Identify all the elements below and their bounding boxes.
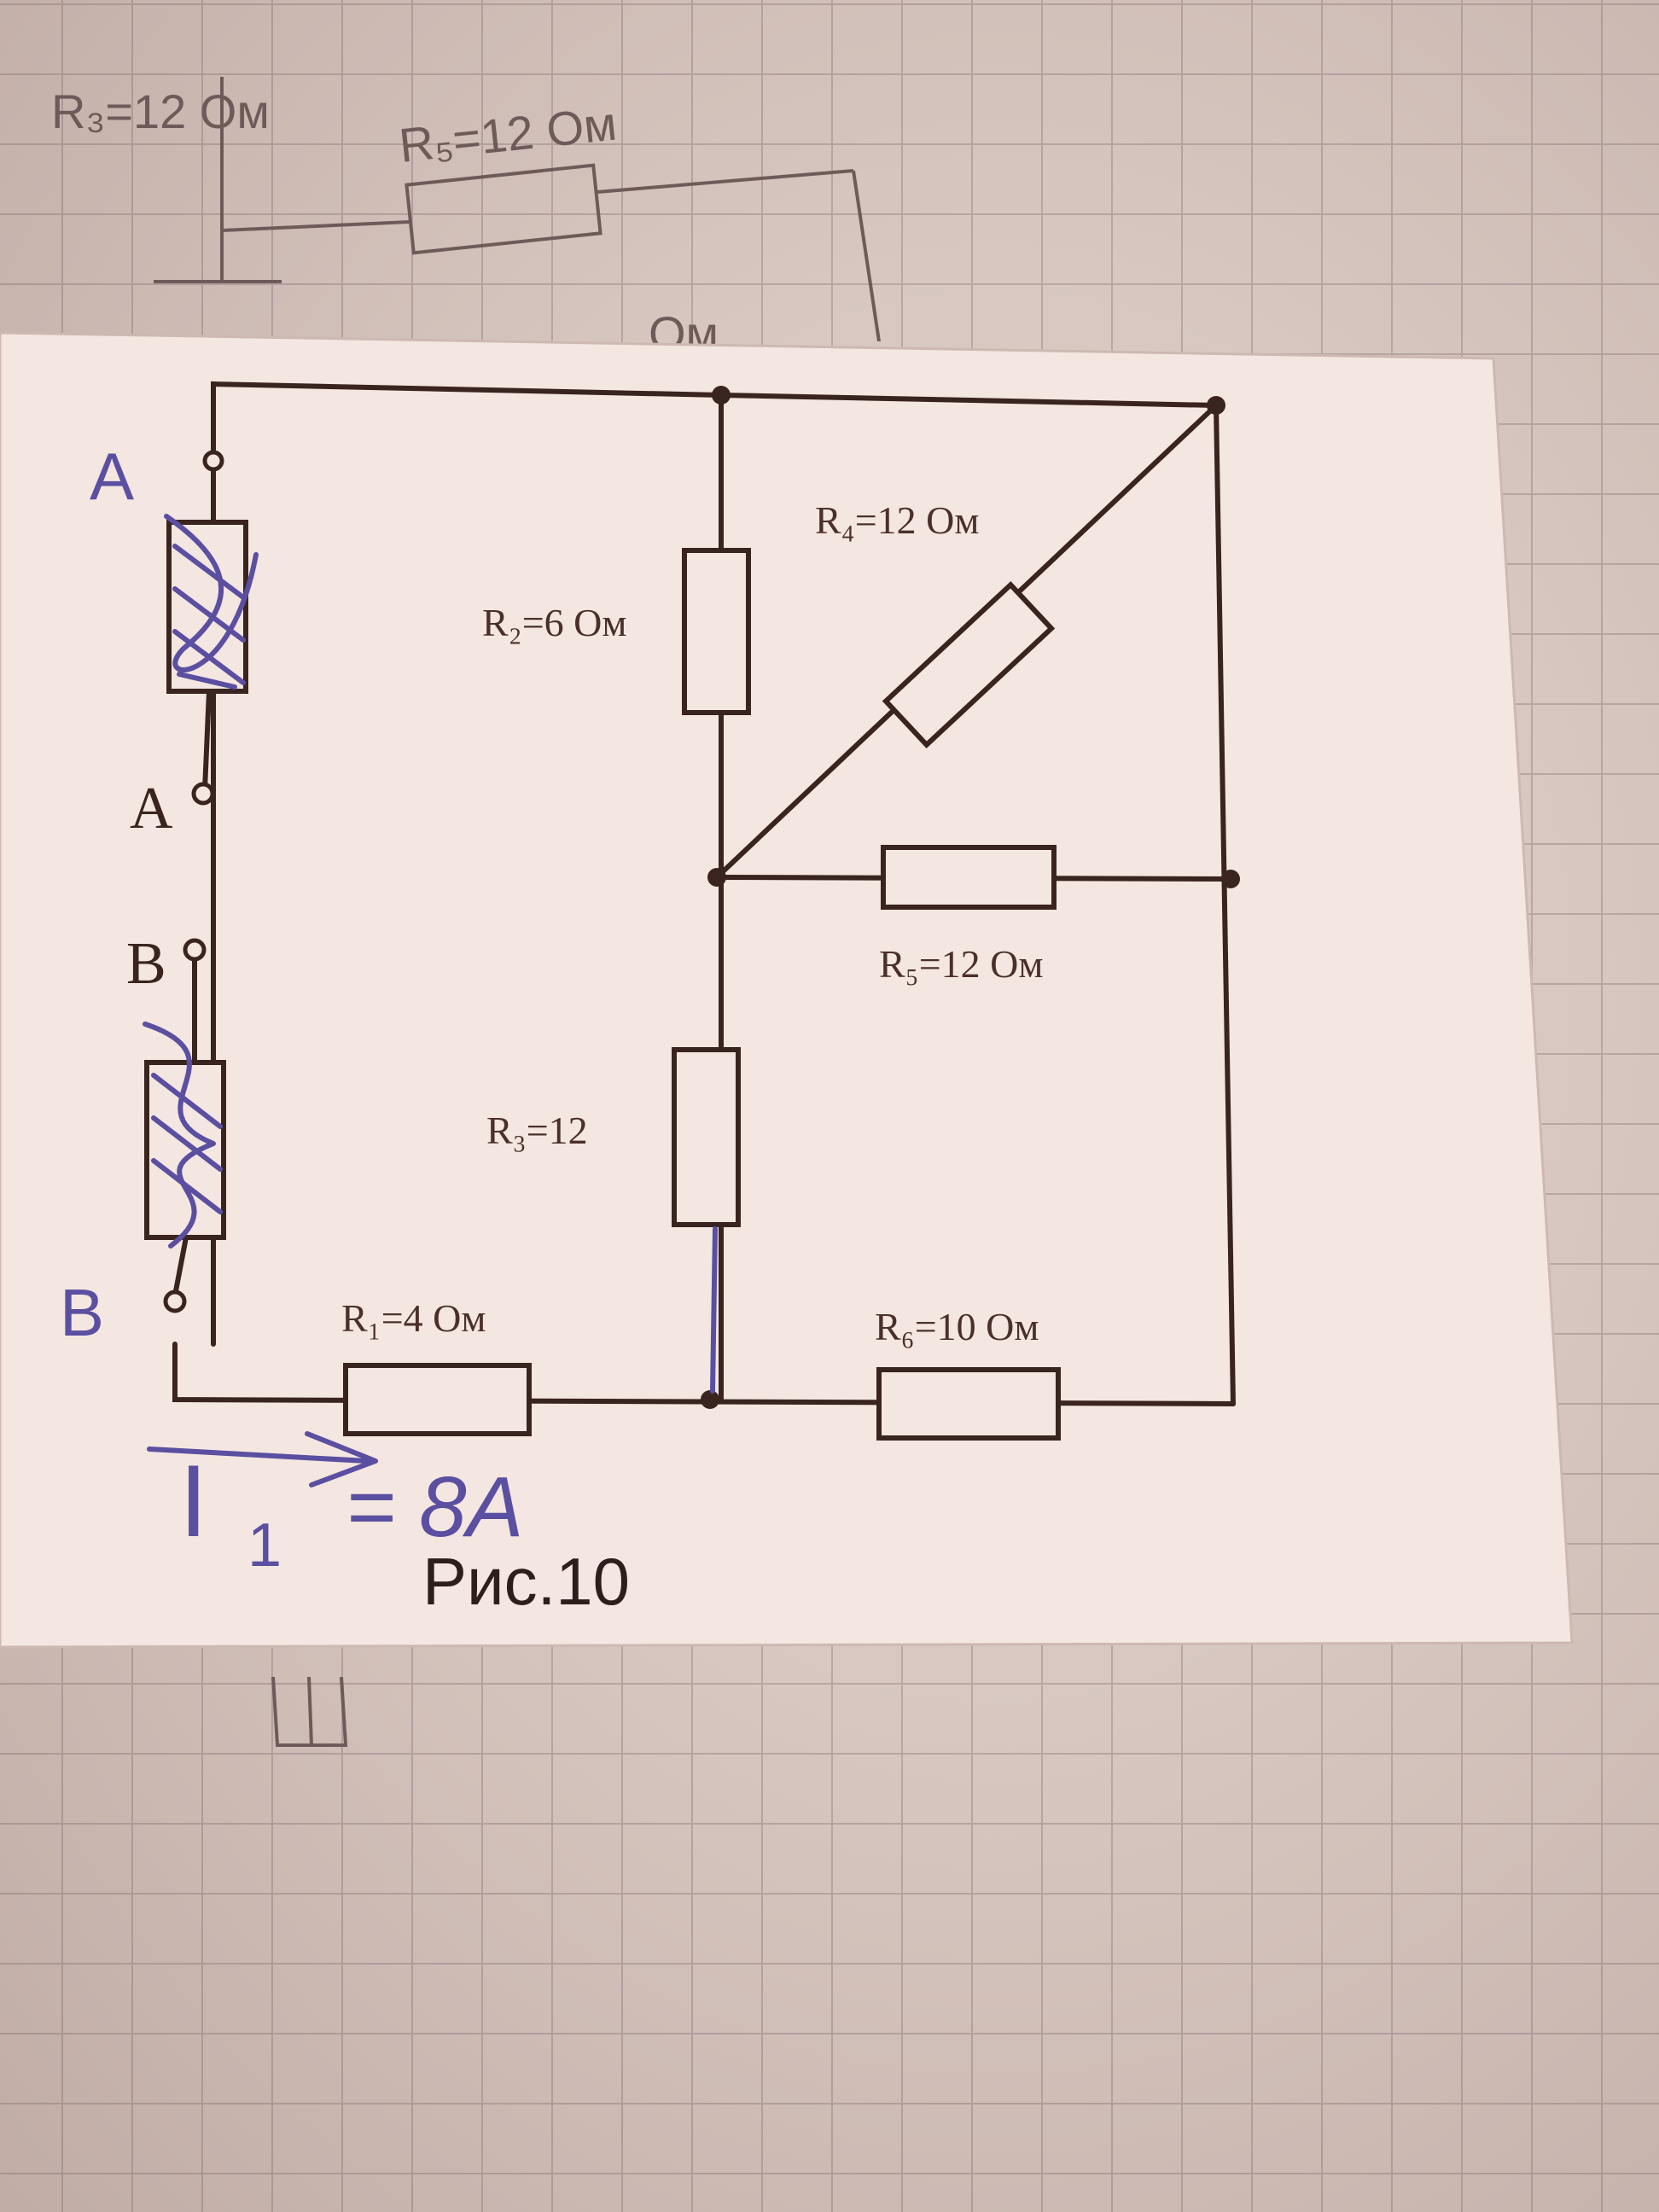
label-r4: R₄=12 Ом bbox=[815, 498, 980, 542]
node-right-middle bbox=[1221, 870, 1240, 888]
pencil-mark-bottom bbox=[271, 1676, 348, 1747]
right-wire bbox=[1214, 403, 1236, 1406]
current-subscript: 1 bbox=[247, 1511, 282, 1580]
terminal-a-top bbox=[202, 450, 224, 472]
resistor-r2 bbox=[682, 548, 751, 715]
label-r1: R₁=4 Ом bbox=[341, 1296, 486, 1340]
terminal-label-a-bottom: A bbox=[130, 776, 173, 841]
pencil-note-r5: R₅=12 Ом bbox=[397, 96, 620, 172]
ink-hatching-element-b bbox=[143, 1022, 223, 1249]
background-pencil-sketch: R₃=12 Ом R₅=12 Ом Ом bbox=[51, 77, 881, 360]
resistor-r6 bbox=[876, 1367, 1061, 1441]
terminal-a-bottom bbox=[191, 782, 215, 806]
figure-caption: Рис.10 bbox=[422, 1544, 630, 1619]
ink-label-a-top: A bbox=[90, 439, 134, 514]
ink-label-b-bottom: B bbox=[60, 1275, 104, 1350]
resistor-r1 bbox=[343, 1363, 532, 1436]
current-arrow-head bbox=[305, 1431, 378, 1487]
current-symbol: I bbox=[179, 1444, 207, 1558]
terminal-b-bottom bbox=[163, 1289, 187, 1313]
node-center bbox=[707, 868, 726, 887]
terminal-label-b-top: B bbox=[126, 931, 166, 997]
node-bottom-middle bbox=[701, 1390, 719, 1409]
current-value: = 8A bbox=[346, 1459, 524, 1555]
resistor-r5 bbox=[881, 845, 1057, 910]
resistor-r4 bbox=[882, 580, 1056, 749]
ink-trace-wire bbox=[710, 1226, 718, 1394]
circuit-diagram bbox=[144, 381, 1240, 1441]
resistor-r3 bbox=[672, 1047, 741, 1227]
terminal-b-lead-bottom bbox=[172, 1235, 189, 1298]
terminal-b-top bbox=[183, 938, 207, 962]
top-wire bbox=[211, 381, 1219, 1347]
ink-hatching-element-a bbox=[164, 514, 259, 690]
current-arrow-shaft bbox=[147, 1447, 370, 1464]
ink-annotations: A B I 1 = 8A bbox=[60, 439, 718, 1580]
node-top-middle bbox=[712, 386, 731, 405]
label-r3: R₃=12 bbox=[486, 1109, 588, 1152]
label-r6: R₆=10 Ом bbox=[875, 1305, 1039, 1348]
pencil-note-r3: R₃=12 Ом bbox=[51, 84, 270, 138]
node-top-right bbox=[1207, 396, 1225, 415]
printed-sheet bbox=[0, 331, 1574, 1649]
label-r5: R₅=12 Ом bbox=[879, 942, 1044, 986]
terminal-a-lead-bottom bbox=[202, 689, 212, 792]
label-r2: R₂=6 Ом bbox=[482, 601, 627, 644]
